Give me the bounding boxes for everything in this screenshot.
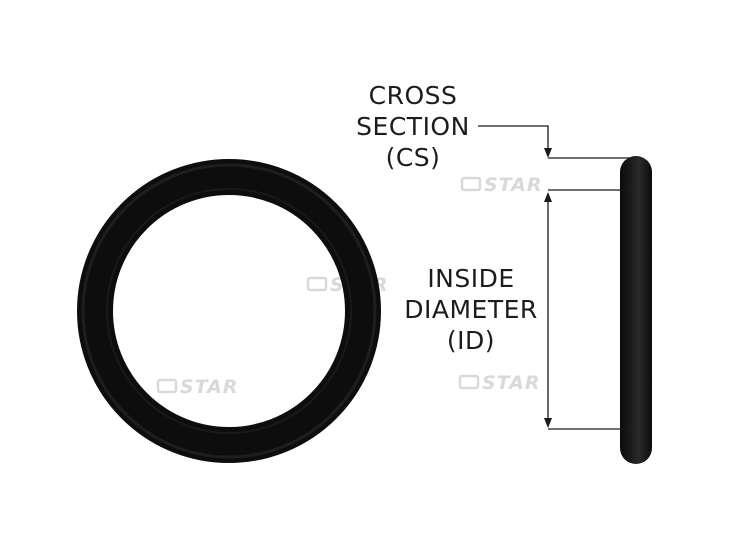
- watermark-top-right: STAR: [460, 174, 543, 196]
- o-ring-front-view: [77, 159, 381, 463]
- inside-diameter-label-line-2: DIAMETER: [404, 295, 538, 324]
- watermark-logo-icon: [306, 276, 328, 292]
- o-ring-side-view: [620, 156, 652, 464]
- inside-diameter-callout: INSIDE DIAMETER (ID): [404, 192, 630, 430]
- watermark-text: STAR: [482, 372, 541, 394]
- cross-section-callout: CROSS SECTION (CS): [356, 81, 630, 191]
- watermark-bottom-left: STAR: [156, 376, 239, 398]
- inside-diameter-bottom-arrow-icon: [544, 418, 552, 428]
- cross-section-label-line-3: (CS): [386, 143, 441, 172]
- o-ring-body: [77, 159, 381, 463]
- inside-diameter-label-line-3: (ID): [447, 326, 495, 355]
- inside-diameter-label-line-1: INSIDE: [427, 264, 514, 293]
- watermark-logo-icon: [460, 176, 482, 192]
- o-ring-outer-highlight: [81, 163, 377, 459]
- o-ring-profile: [620, 156, 652, 464]
- o-ring-inner-highlight: [106, 188, 352, 434]
- cross-section-label-line-2: SECTION: [356, 112, 470, 141]
- cross-section-arrow-icon: [544, 148, 552, 158]
- watermark-logo-icon: [156, 378, 178, 394]
- cross-section-leader-line: [478, 125, 549, 152]
- cross-section-label-line-1: CROSS: [369, 81, 458, 110]
- inside-diameter-top-arrow-icon: [544, 192, 552, 202]
- watermark-text: STAR: [180, 376, 239, 398]
- watermark-logo-icon: [458, 374, 480, 390]
- watermark-text: STAR: [484, 174, 543, 196]
- watermark-bottom-right: STAR: [458, 372, 541, 394]
